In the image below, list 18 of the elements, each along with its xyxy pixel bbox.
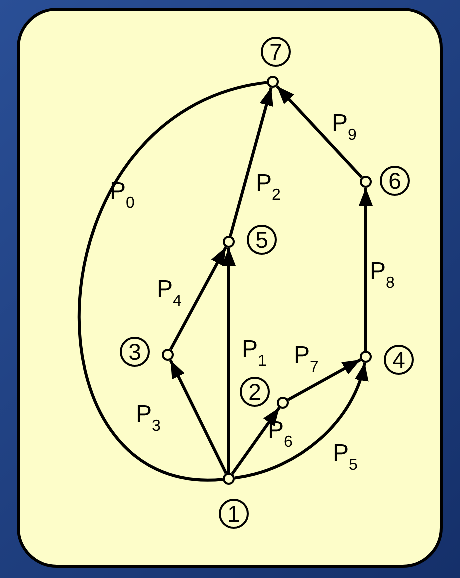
connector-line [78, 81, 268, 482]
arrow [229, 87, 274, 237]
edge-label: P$_{8}$ [370, 260, 395, 294]
edge-label: P$_{9}$ [332, 112, 357, 146]
edge-label: P$_{3}$ [136, 403, 161, 437]
arrow [231, 407, 281, 475]
arrow [359, 188, 373, 351]
arrow [276, 85, 364, 179]
arrow [222, 248, 236, 473]
arrow [234, 362, 368, 480]
edge-label: P$_{7}$ [294, 344, 319, 378]
edge-label: P$_{2}$ [256, 172, 281, 206]
edge-label: P$_{1}$ [242, 338, 267, 372]
edge-label: P$_{5}$ [333, 442, 358, 476]
arrow [288, 358, 362, 402]
arrow [170, 246, 228, 350]
arrow [169, 360, 228, 474]
edge-label: P$_{4}$ [157, 278, 182, 312]
